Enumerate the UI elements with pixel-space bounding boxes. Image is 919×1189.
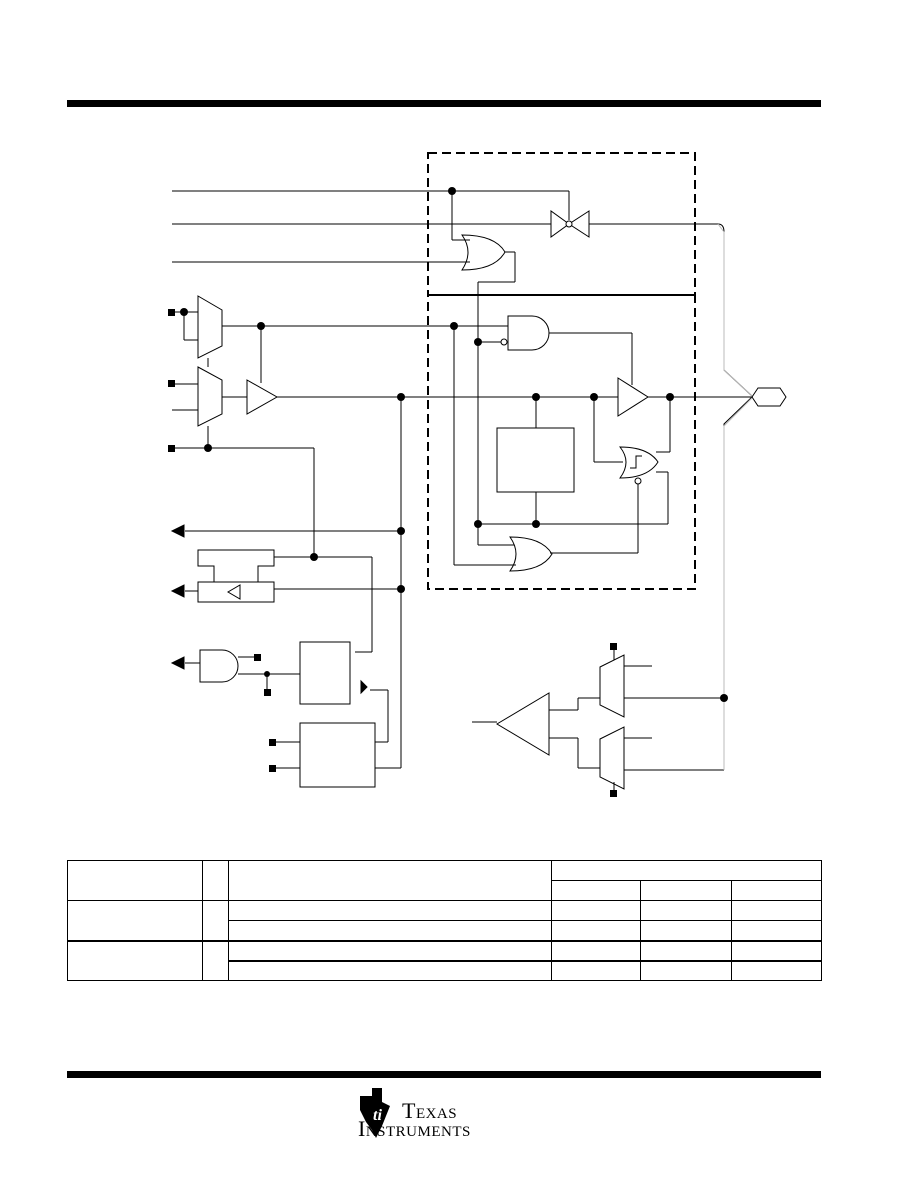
transmission-gate-left <box>550 210 570 238</box>
table-cell <box>730 920 823 941</box>
table-cell <box>640 939 732 961</box>
lower-dashed-block <box>427 294 696 590</box>
table-cell <box>730 900 823 921</box>
latch-top <box>197 549 275 583</box>
table-row <box>68 920 823 941</box>
table-row <box>67 939 823 981</box>
or-gate-top <box>461 234 506 271</box>
and-gate <box>507 315 550 351</box>
table-cell <box>640 959 732 981</box>
logic-schematic <box>168 152 787 797</box>
mux-1 <box>197 295 223 359</box>
table-header-cell <box>550 860 823 881</box>
table-header-cell <box>228 860 552 901</box>
table-cell <box>228 939 552 961</box>
schmitt-or-gate <box>618 446 659 479</box>
svg-text:ti: ti <box>373 1107 382 1124</box>
table-cell <box>640 900 732 921</box>
table-header-cell <box>202 860 229 901</box>
comparator <box>496 692 550 756</box>
pin-table <box>67 860 823 981</box>
and-gate-small <box>199 649 239 683</box>
buffer-left <box>246 379 279 415</box>
control-box-1 <box>299 641 351 705</box>
table-cell <box>228 920 552 941</box>
bottom-rule <box>67 1071 821 1078</box>
table-cell <box>67 939 203 981</box>
mux-2 <box>197 366 223 427</box>
table-cell <box>551 920 641 941</box>
table-cell <box>730 959 823 981</box>
table-cell <box>730 939 823 961</box>
table-cell <box>551 939 641 961</box>
table-header-cell <box>640 880 732 901</box>
mux-4 <box>599 726 625 790</box>
table-header-cell <box>730 880 823 901</box>
table-header-cell <box>67 860 203 901</box>
logo-line2: Instruments <box>358 1116 471 1141</box>
table-row <box>68 959 823 981</box>
top-rule <box>67 100 821 107</box>
table-header-cell <box>551 880 641 901</box>
table-cell <box>551 900 641 921</box>
table-cell <box>202 939 229 981</box>
table-cell <box>228 959 552 981</box>
table-cell <box>228 900 552 921</box>
table-cell <box>551 959 641 981</box>
internal-block <box>496 427 575 493</box>
pad-symbol <box>751 387 787 407</box>
output-buffer <box>617 377 649 417</box>
ti-logo: ti Texas Instruments <box>356 1086 516 1142</box>
mux-3 <box>599 654 625 718</box>
or-gate-bottom <box>509 536 553 572</box>
table-cell <box>640 920 732 941</box>
control-box-2 <box>299 722 376 788</box>
table-cell <box>67 900 203 941</box>
ti-state-logo-icon: ti <box>360 1088 390 1138</box>
logo-line1: Texas <box>402 1098 458 1123</box>
table-row <box>67 900 823 941</box>
latch-bottom <box>197 581 275 603</box>
table-cell <box>202 900 229 941</box>
